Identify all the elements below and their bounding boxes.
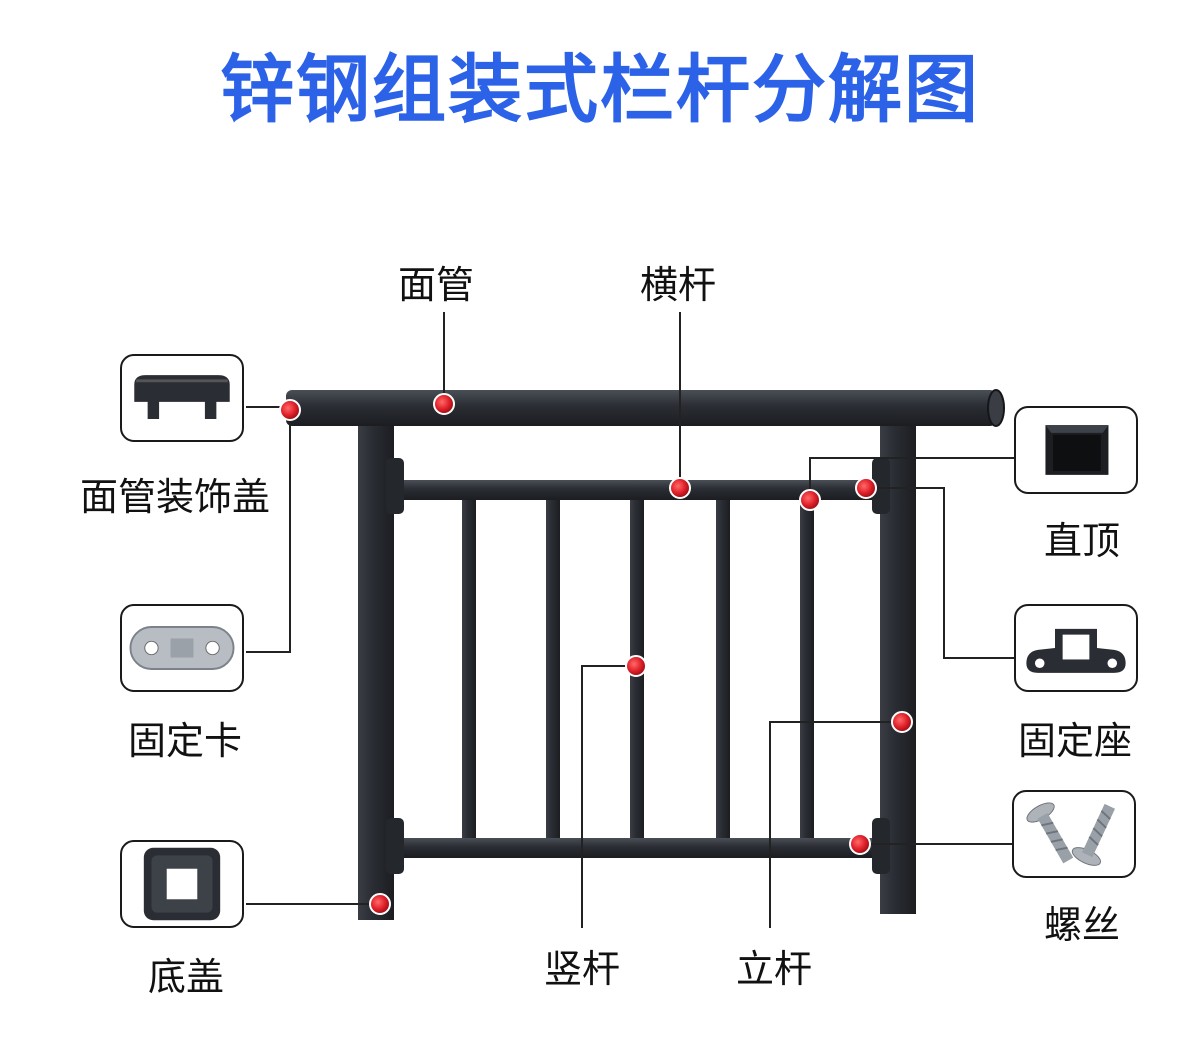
diagram-title: 锌钢组装式栏杆分解图 [220, 47, 980, 133]
dot-vertical-bar [625, 655, 647, 677]
square-top-cap-icon [1014, 406, 1138, 494]
screw-icon [1012, 790, 1136, 878]
label-screw: 螺丝 [1044, 903, 1121, 947]
leader-vertical-bar [581, 665, 636, 928]
vertical-bar-2 [546, 500, 560, 838]
label-post: 立杆 [736, 947, 813, 991]
label-crossbar: 横杆 [640, 263, 717, 307]
fixing-seat-left-top [386, 458, 404, 514]
vertical-bar-1 [462, 500, 476, 838]
base-cover-icon [120, 840, 244, 928]
fixing-seat-left-bottom [386, 818, 404, 874]
dot-straight-top [799, 489, 821, 511]
top-crossbar [396, 480, 886, 500]
label-face-pipe: 面管 [398, 263, 475, 307]
label-fixing-seat: 固定座 [1018, 719, 1133, 763]
pipe-end-cap-icon [120, 354, 244, 442]
face-pipe [286, 390, 996, 426]
face-pipe-end [987, 389, 1005, 427]
label-fixing-clip: 固定卡 [128, 719, 243, 763]
dot-fixing-seat [855, 477, 877, 499]
label-face-pipe-cap: 面管装饰盖 [80, 475, 271, 519]
leader-straight-top [809, 457, 1014, 500]
vertical-bar-4 [716, 500, 730, 838]
label-straight-top: 直顶 [1044, 519, 1121, 563]
fixing-seat-icon [1014, 604, 1138, 692]
dot-base-cover [369, 893, 391, 915]
leader-fixing-clip [246, 410, 291, 653]
dot-screw [849, 833, 871, 855]
bottom-crossbar [396, 838, 886, 858]
fixing-clip-icon [120, 604, 244, 692]
leader-fixing-seat [866, 487, 1014, 659]
vertical-bar-5 [800, 500, 814, 838]
leader-post [769, 721, 902, 928]
dot-face-pipe [433, 393, 455, 415]
label-base-cover: 底盖 [148, 955, 225, 999]
fixing-seat-right-bottom [872, 818, 890, 874]
dot-crossbar [669, 477, 691, 499]
dot-post [891, 711, 913, 733]
fixing-seat-right-top [872, 458, 890, 514]
dot-face-pipe-cap [279, 399, 301, 421]
label-vertical-bar: 竖杆 [544, 947, 621, 991]
